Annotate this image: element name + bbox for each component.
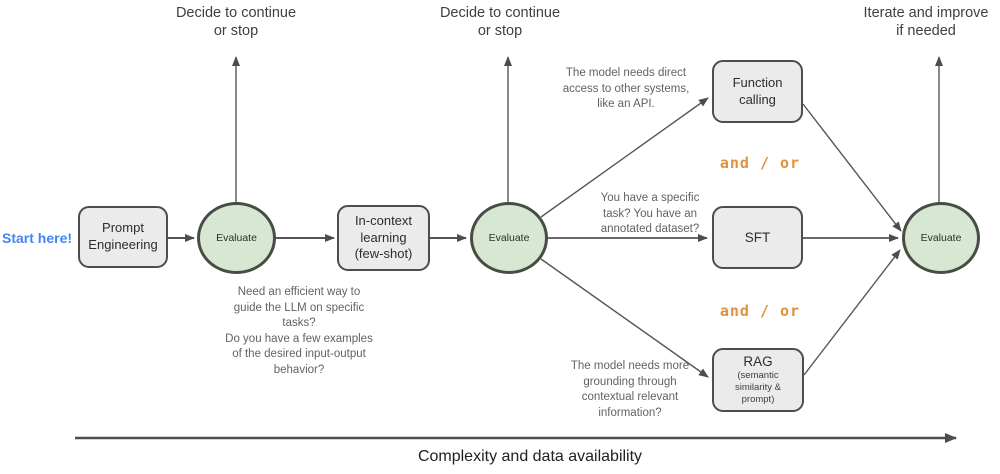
annotation-efficient-way: Need an efficient way to guide the LLM o… [225, 286, 373, 376]
node-in-context-learning: In-context learning (few-shot) [337, 205, 430, 271]
node-function-calling: Function calling [712, 60, 803, 123]
node-sft: SFT [712, 206, 803, 269]
and-or-label-2: and / or [719, 302, 801, 320]
node-rag: RAG (semantic similarity & prompt) [712, 348, 804, 412]
complexity-axis-label: Complexity and data availability [417, 448, 643, 465]
node-evaluate-1: Evaluate [197, 202, 276, 274]
decide-continue-label-1: Decide to continue or stop [175, 5, 297, 40]
annotation-annotated-dataset: You have a specific task? You have an an… [600, 192, 700, 236]
and-or-label-1: and / or [719, 154, 801, 172]
arrow-evaluate2-to-function-calling [540, 97, 709, 218]
node-evaluate-2: Evaluate [470, 202, 548, 274]
annotation-api-access: The model needs direct access to other s… [562, 67, 690, 111]
start-here-label: Start here! [2, 230, 73, 246]
node-evaluate-3: Evaluate [902, 202, 980, 274]
rag-title: RAG [743, 354, 773, 370]
decide-continue-label-2: Decide to continue or stop [439, 5, 561, 40]
iterate-improve-label: Iterate and improve if needed [863, 5, 989, 40]
arrow-function-calling-to-evaluate3 [802, 103, 902, 232]
rag-subtitle: (semantic similarity & prompt) [735, 370, 781, 406]
arrow-rag-to-evaluate3 [803, 249, 901, 376]
node-prompt-engineering: Prompt Engineering [78, 206, 168, 268]
arrow-evaluate2-to-rag [540, 258, 709, 378]
annotation-grounding: The model needs more grounding through c… [570, 360, 690, 419]
